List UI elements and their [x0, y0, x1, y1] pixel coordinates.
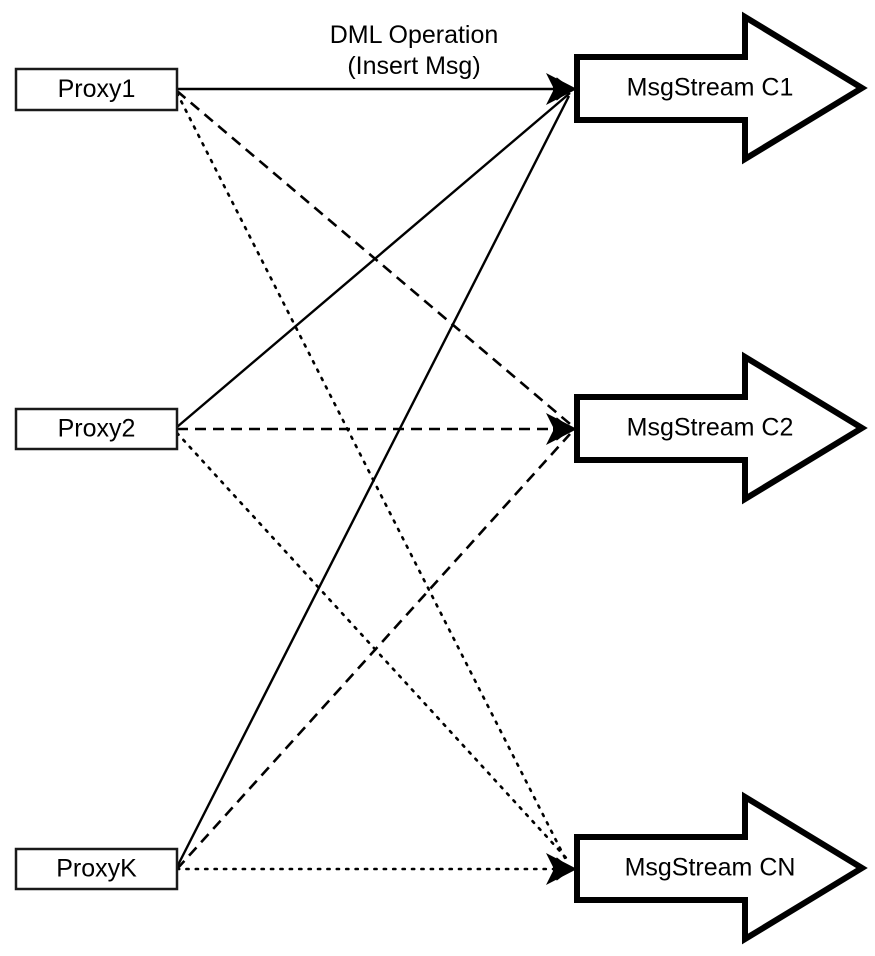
msgstream-label-stream-c2: MsgStream C2: [627, 414, 794, 442]
arrowhead-stream-c1-barb-4: [554, 77, 572, 89]
dml-operation-label-line2: (Insert Msg): [347, 52, 480, 80]
msgstream-label-stream-c1: MsgStream C1: [627, 74, 794, 102]
dml-operation-label-line1: DML Operation: [330, 21, 499, 49]
arrowhead-stream-c1: [546, 73, 577, 105]
proxy-label-proxy2: Proxy2: [58, 415, 136, 443]
proxy-node-proxy1[interactable]: Proxy1: [14, 67, 179, 112]
proxy1-to-stream-cn: [175, 91, 568, 862]
arrowhead-stream-cn: [546, 853, 577, 885]
msgstream-node-stream-cn[interactable]: MsgStream CN: [574, 791, 868, 945]
dml-operation-label: DML Operation (Insert Msg): [330, 21, 499, 80]
msgstream-arrow-shape-stream-c1[interactable]: [574, 11, 868, 165]
msgstream-label-stream-cn: MsgStream CN: [625, 854, 796, 882]
arrowhead-stream-c2-barb-0: [554, 429, 572, 441]
proxy2-to-stream-c1: [176, 92, 571, 428]
arrowheads-layer: [546, 73, 577, 885]
proxy-box-proxy1[interactable]: [14, 67, 179, 112]
proxy2-to-stream-cn: [175, 431, 571, 863]
proxy-label-proxyk: ProxyK: [56, 855, 137, 883]
proxyK-to-stream-c1: [175, 95, 571, 868]
annotations-layer: DML Operation (Insert Msg): [330, 21, 499, 80]
proxy-box-proxyk[interactable]: [14, 847, 179, 891]
msgstream-nodes-layer: MsgStream C1 MsgStream C2 MsgStream CN: [574, 11, 868, 945]
proxy-box-proxy2[interactable]: [14, 407, 179, 451]
msgstream-node-stream-c1[interactable]: MsgStream C1: [574, 11, 868, 165]
proxy-node-proxyk[interactable]: ProxyK: [14, 847, 179, 891]
connections-layer: [175, 87, 574, 871]
proxy-label-proxy1: Proxy1: [58, 75, 136, 103]
arrowhead-stream-cn-barb-0: [554, 869, 572, 881]
arrowhead-stream-c1-barb-3: [552, 81, 572, 89]
proxy-node-proxy2[interactable]: Proxy2: [14, 407, 179, 451]
arrowhead-stream-c2: [546, 413, 577, 445]
proxyK-to-stream-c2: [176, 433, 571, 870]
msgstream-arrow-shape-stream-cn[interactable]: [574, 791, 868, 945]
arrowhead-stream-c2-barb-2: [553, 426, 572, 432]
arrowhead-stream-cn-barb-2: [553, 866, 572, 872]
arrowhead-stream-cn-barb-4: [554, 857, 572, 869]
msgstream-node-stream-c2[interactable]: MsgStream C2: [574, 351, 868, 505]
arrowhead-stream-c2-barb-3: [552, 421, 572, 429]
arrowhead-stream-cn-barb-3: [552, 861, 572, 869]
msgstream-arrow-shape-stream-c2[interactable]: [574, 351, 868, 505]
arrowhead-stream-c2-barb-4: [554, 417, 572, 429]
arrowhead-stream-c1-barb-0: [554, 89, 572, 101]
proxy1-to-stream-c2: [176, 90, 571, 425]
arrowhead-stream-c1-barb-2: [553, 86, 572, 92]
